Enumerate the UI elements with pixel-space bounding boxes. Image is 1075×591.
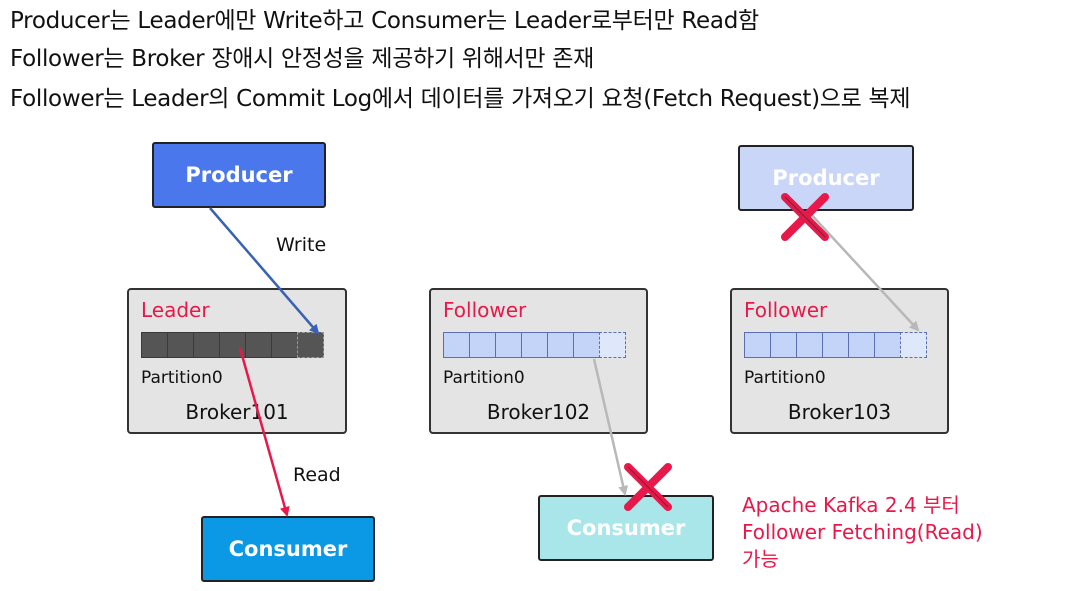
log-cell-new bbox=[900, 332, 927, 358]
note-line-2: Follower Fetching(Read) bbox=[742, 520, 983, 544]
log-cell bbox=[443, 332, 470, 358]
consumer-left: Consumer bbox=[201, 516, 375, 582]
log-cell bbox=[848, 332, 875, 358]
producer-right: Producer bbox=[738, 145, 914, 211]
log-cell bbox=[547, 332, 574, 358]
log-cell bbox=[573, 332, 600, 358]
log-cell bbox=[141, 332, 168, 358]
producer-left-label: Producer bbox=[185, 163, 293, 187]
broker-102-partition-label: Partition0 bbox=[443, 368, 525, 388]
note-line-1: Apache Kafka 2.4 부터 bbox=[742, 493, 960, 517]
log-cell bbox=[469, 332, 496, 358]
log-cell bbox=[521, 332, 548, 358]
read-label: Read bbox=[293, 464, 341, 486]
broker-103-role: Follower bbox=[744, 298, 828, 322]
log-cell bbox=[495, 332, 522, 358]
broker-103-partition-label: Partition0 bbox=[744, 368, 826, 388]
log-cell bbox=[770, 332, 797, 358]
headline-3: Follower는 Leader의 Commit Log에서 데이터를 가져오기… bbox=[10, 86, 911, 112]
broker-103-name: Broker103 bbox=[787, 400, 892, 424]
log-cell-new bbox=[599, 332, 626, 358]
log-cell bbox=[245, 332, 272, 358]
log-cell bbox=[874, 332, 901, 358]
log-cell bbox=[167, 332, 194, 358]
broker-101: Leader Partition0 Broker101 bbox=[127, 288, 347, 434]
log-cell bbox=[219, 332, 246, 358]
log-cell bbox=[796, 332, 823, 358]
log-cell bbox=[822, 332, 849, 358]
broker-102: Follower Partition0 Broker102 bbox=[429, 288, 648, 434]
broker-103-partition-log bbox=[744, 332, 927, 358]
broker-102-partition-log bbox=[443, 332, 626, 358]
log-cell bbox=[271, 332, 298, 358]
consumer-left-label: Consumer bbox=[228, 537, 348, 561]
broker-101-role: Leader bbox=[141, 298, 210, 322]
follower-fetching-note: Apache Kafka 2.4 부터 Follower Fetching(Re… bbox=[742, 492, 983, 573]
broker-101-name: Broker101 bbox=[185, 400, 289, 424]
log-cell bbox=[744, 332, 771, 358]
producer-right-label: Producer bbox=[772, 166, 880, 190]
broker-102-role: Follower bbox=[443, 298, 527, 322]
broker-101-partition-label: Partition0 bbox=[141, 368, 223, 388]
broker-103: Follower Partition0 Broker103 bbox=[730, 288, 949, 434]
headline-2: Follower는 Broker 장애시 안정성을 제공하기 위해서만 존재 bbox=[10, 46, 595, 72]
note-line-3: 가능 bbox=[742, 547, 779, 571]
broker-102-name: Broker102 bbox=[486, 400, 591, 424]
headline-1: Producer는 Leader에만 Write하고 Consumer는 Lea… bbox=[10, 8, 759, 34]
broker-101-partition-log bbox=[141, 332, 324, 358]
log-cell bbox=[193, 332, 220, 358]
producer-left: Producer bbox=[152, 142, 326, 208]
consumer-mid: Consumer bbox=[538, 495, 714, 561]
log-cell-new bbox=[297, 332, 324, 358]
write-label: Write bbox=[276, 234, 327, 256]
consumer-mid-label: Consumer bbox=[566, 516, 686, 540]
